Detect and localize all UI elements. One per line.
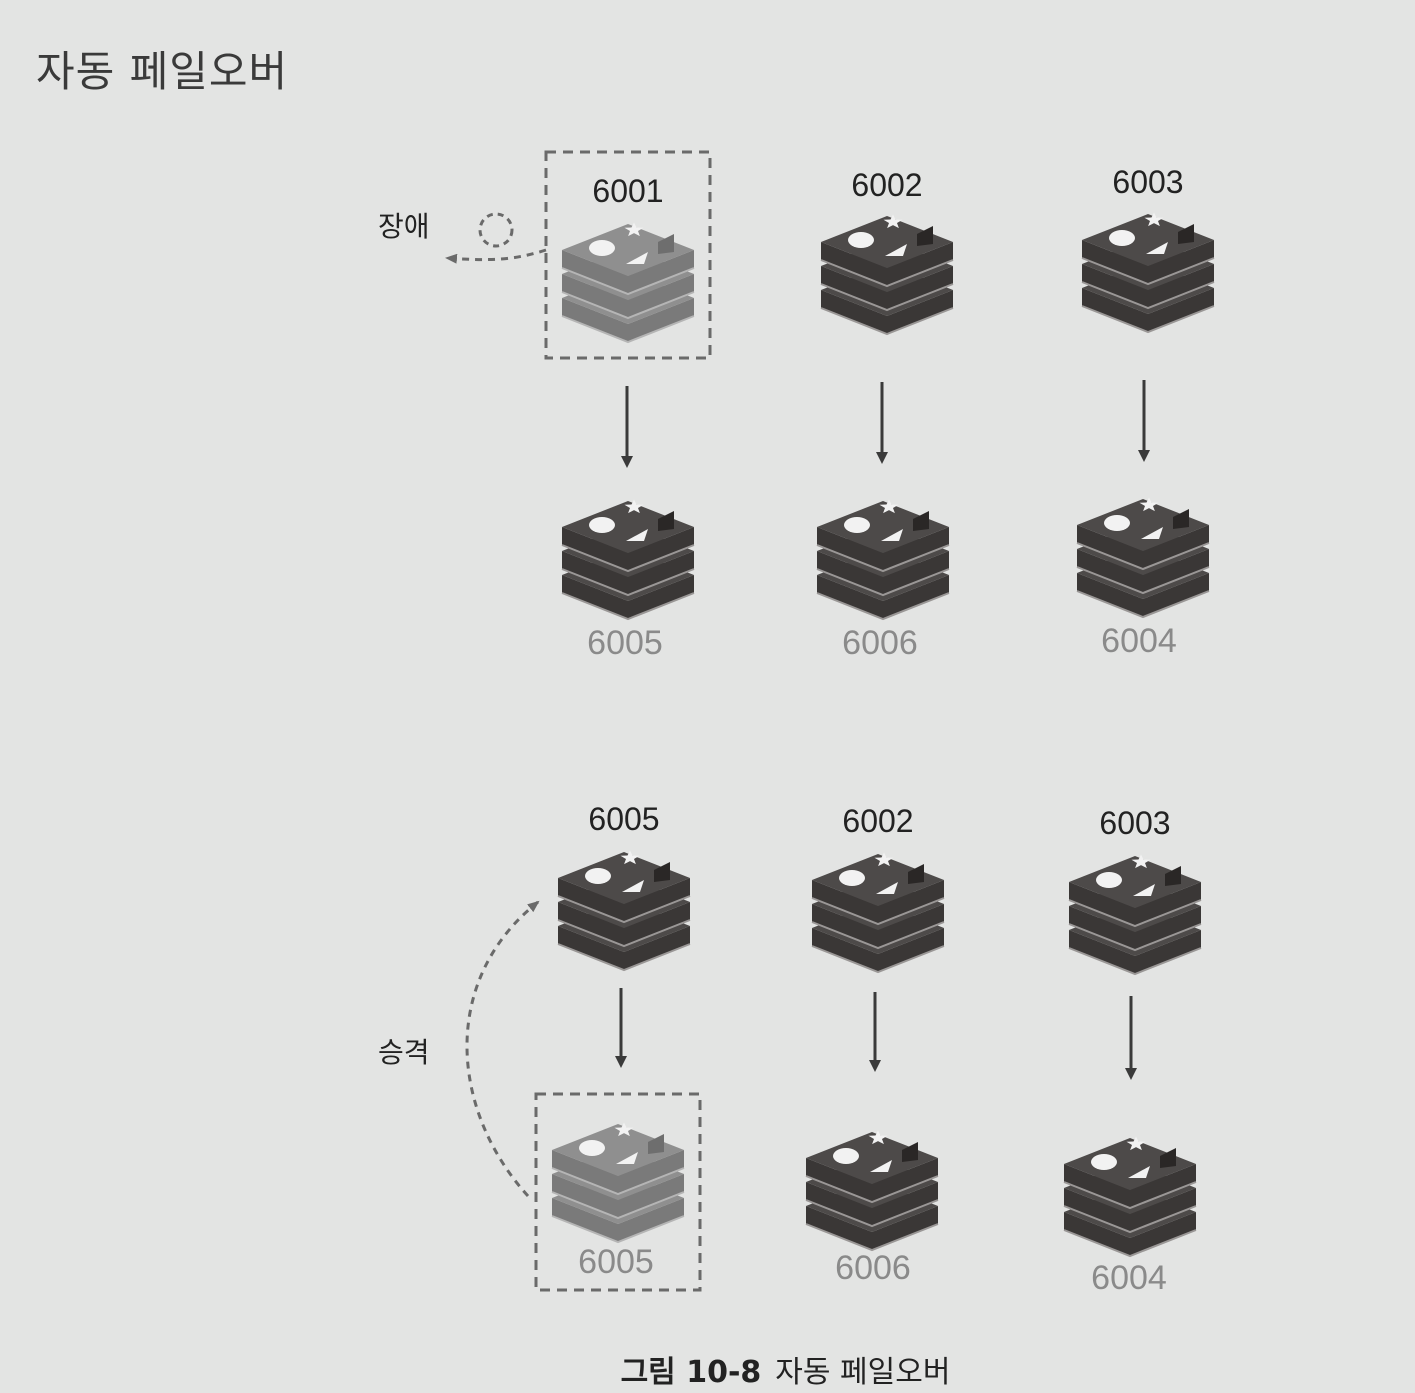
bottom-master-label-2: 6002	[842, 803, 913, 839]
redis-node-icon	[805, 1130, 939, 1252]
bottom-replica-label-3: 6004	[1091, 1259, 1167, 1297]
redis-node-icon	[557, 850, 691, 972]
redis-node-icon	[1068, 854, 1202, 976]
bottom-replica-label-1: 6005	[578, 1243, 654, 1281]
promoted-node-box	[534, 1092, 702, 1292]
redis-node-icon	[561, 222, 695, 344]
redis-node-icon	[551, 1122, 685, 1244]
page-title: 자동 페일오버	[36, 47, 289, 96]
failed-node-box	[544, 150, 712, 360]
top-master-label-2: 6002	[851, 167, 922, 203]
promotion-label: 승격	[378, 1036, 430, 1069]
failure-arrow	[445, 248, 547, 264]
redis-node-icon	[1063, 1136, 1197, 1258]
redis-node-icon	[1076, 497, 1210, 619]
redis-node-icon	[820, 214, 954, 336]
redis-node-icon	[561, 499, 695, 621]
failure-label: 장애	[378, 210, 430, 243]
top-replica-label-1: 6005	[587, 624, 663, 662]
top-master-label-3: 6003	[1112, 164, 1183, 200]
bottom-master-label-1: 6005	[588, 801, 659, 837]
top-replica-label-3: 6004	[1101, 622, 1177, 660]
figure-number: 그림 10-8	[620, 1355, 762, 1390]
top-master-label-1: 6001	[592, 173, 663, 209]
redis-node-icon	[811, 852, 945, 974]
redis-node-icon	[816, 499, 950, 621]
bottom-master-label-3: 6003	[1099, 805, 1170, 841]
figure-caption-text: 자동 페일오버	[775, 1355, 951, 1390]
failure-circle-icon	[478, 212, 514, 248]
redis-node-icon	[1081, 212, 1215, 334]
top-replica-label-2: 6006	[842, 624, 918, 662]
figure-caption: 그림 10-8 자동 페일오버	[78, 1347, 1415, 1391]
promotion-arrow	[465, 900, 540, 1198]
bottom-replica-label-2: 6006	[835, 1249, 911, 1287]
